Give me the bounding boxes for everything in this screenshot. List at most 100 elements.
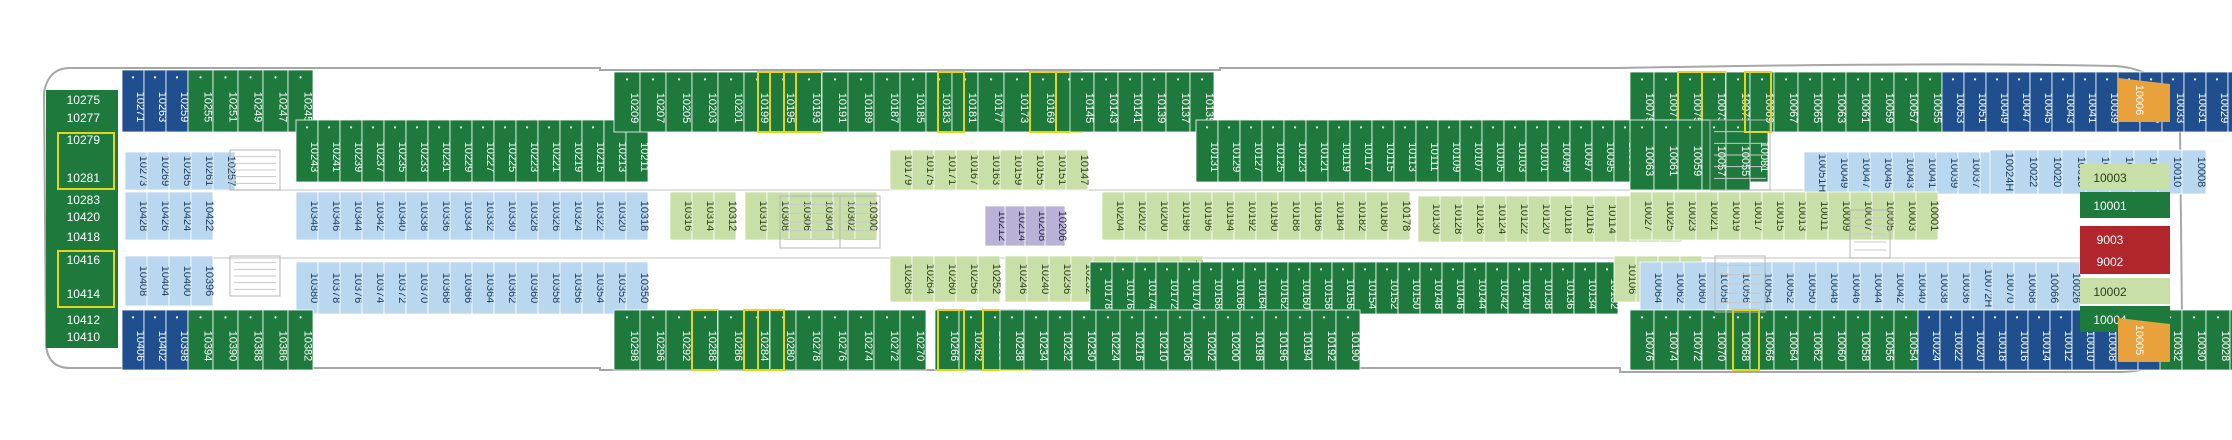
cabin-10362[interactable]: 10362 [493,261,518,315]
cabin-10206[interactable]: 10206 [1044,205,1068,247]
cabin-10257[interactable]: 10257 [212,151,237,191]
cabin-10239[interactable]: 10239• [339,119,364,183]
cabin-10027[interactable]: 10027• [2227,71,2232,133]
cabin-10184[interactable]: 10184 [1321,191,1346,241]
cabin-10269[interactable]: 10269 [146,151,171,191]
cabin-10298[interactable]: 10298• [613,309,641,371]
cabin-10424[interactable]: 10424 [168,191,193,241]
cabin-10205[interactable]: 10205• [665,71,693,133]
cabin-10188[interactable]: 10188 [1277,191,1302,241]
cabin-10064[interactable]: 10064• [1773,309,1799,371]
cabin-10380[interactable]: 10380 [295,261,320,315]
cabin-10408[interactable]: 10408 [124,255,149,307]
cabin-10191[interactable]: 10191• [821,71,849,133]
cabin-10229[interactable]: 10229• [449,119,474,183]
cabin-10227[interactable]: 10227• [471,119,496,183]
cabin-10326[interactable]: 10326 [537,191,562,241]
cabin-10262[interactable]: 10262• [958,309,984,371]
cabin-10320[interactable]: 10320 [603,191,628,241]
cabin-10070[interactable]: 10070• [1701,309,1727,371]
cabin-10279[interactable]: 10279 [67,133,101,147]
cabin-10072[interactable]: 10072• [1677,309,1703,371]
cabin-10117[interactable]: 10117• [1349,119,1374,183]
cabin-10171[interactable]: 10171 [933,149,958,191]
cabin-10296[interactable]: 10296• [639,309,667,371]
cabin-10178[interactable]: 10178• [1089,261,1114,315]
cabin-10042[interactable]: 10042 [1881,261,1906,315]
cabin-10024[interactable]: 10024• [1917,309,1942,371]
cabin-10116[interactable]: 10116 [1571,195,1596,243]
cabin-10286[interactable]: 10286• [717,309,745,371]
cabin-10166[interactable]: 10166• [1221,261,1246,315]
cabin-10043[interactable]: 10043• [2051,71,2076,133]
cabin-10302[interactable]: 10302 [832,191,857,241]
cabin-10209[interactable]: 10209• [613,71,641,133]
cabin-10200[interactable]: 10200• [1215,309,1241,371]
cabin-10368[interactable]: 10368 [427,261,452,315]
cabin-10235[interactable]: 10235• [383,119,408,183]
cabin-10232[interactable]: 10232• [1047,309,1073,371]
cabin-10016[interactable]: 10016• [2005,309,2030,371]
cabin-10038[interactable]: 10038 [1925,261,1950,315]
cabin-10272[interactable]: 10272• [873,309,901,371]
cabin-10154[interactable]: 10154• [1353,261,1378,315]
cabin-10060[interactable]: 10060 [1683,261,1708,315]
cabin-10202[interactable]: 10202 [1123,191,1148,241]
bow-suite[interactable]: 10006 [2118,78,2170,122]
cabin-10052[interactable]: 10052 [1771,261,1796,315]
cabin-10252[interactable]: 10252 [977,255,1002,303]
cabin-10162[interactable]: 10162• [1265,261,1290,315]
cabin-10039[interactable]: 10039• [2095,71,2120,133]
cabin-10324[interactable]: 10324 [559,191,584,241]
cabin-10194[interactable]: 10194• [1287,309,1313,371]
cabin-10030[interactable]: 10030• [2181,309,2207,371]
cabin-10064[interactable]: 10064 [1639,261,1664,315]
cabin-10017[interactable]: 10017 [1739,191,1764,241]
cabin-10128[interactable]: 10128 [1439,195,1464,243]
cabin-10109[interactable]: 10109• [1437,119,1462,183]
cabin-10027[interactable]: 10027 [1629,191,1654,241]
cabin-10103[interactable]: 10103• [1503,119,1528,183]
cabin-10224[interactable]: 10224• [1095,309,1121,371]
cabin-10338[interactable]: 10338 [405,191,430,241]
cabin-10144[interactable]: 10144• [1463,261,1488,315]
cabin-10396[interactable]: 10396 [190,255,215,307]
cabin-10237[interactable]: 10237• [361,119,386,183]
cabin-10360[interactable]: 10360 [515,261,540,315]
cabin-10058[interactable]: 10058 [1705,261,1730,315]
cabin-10134[interactable]: 10134• [1573,261,1598,315]
cabin-10179[interactable]: 10179 [889,149,914,191]
cabin-10131[interactable]: 10131• [1195,119,1220,183]
cabin-10288[interactable]: 10288• [691,309,719,371]
cabin-10143[interactable]: 10143• [1093,71,1119,133]
cabin-10172[interactable]: 10172• [1155,261,1180,315]
cabin-10322[interactable]: 10322 [581,191,606,241]
cabin-10060[interactable]: 10060• [1821,309,1847,371]
cabin-10003[interactable]: 10003 [1893,191,1918,241]
cabin-10139[interactable]: 10139• [1141,71,1167,133]
cabin-10276[interactable]: 10276• [821,309,849,371]
cabin-10187[interactable]: 10187• [873,71,901,133]
cabin-10346[interactable]: 10346 [317,191,342,241]
cabin-10056[interactable]: 10056 [1727,261,1752,315]
cabin-10358[interactable]: 10358 [537,261,562,315]
cabin-10251[interactable]: 10251• [212,69,239,133]
cabin-10278[interactable]: 10278• [795,309,823,371]
cabin-10328[interactable]: 10328 [515,191,540,241]
cabin-10374[interactable]: 10374 [361,261,386,315]
cabin-10230[interactable]: 10230• [1071,309,1097,371]
cabin-10113[interactable]: 10113• [1393,119,1418,183]
cabin-10068[interactable]: 10068• [1725,309,1751,371]
cabin-10151[interactable]: 10151 [1043,149,1068,191]
cabin-10406[interactable]: 10406• [121,309,146,371]
cabin-10180[interactable]: 10180 [1365,191,1390,241]
cabin-10213[interactable]: 10213• [603,119,628,183]
cabin-10118[interactable]: 10118 [1549,195,1574,243]
cabin-10020[interactable]: 10020• [1961,309,1986,371]
cabin-10243[interactable]: 10243• [295,119,320,183]
cabin-10414[interactable]: 10414 [67,287,101,301]
cabin-10376[interactable]: 10376 [339,261,364,315]
cabin-10167[interactable]: 10167 [955,149,980,191]
cabin-10260[interactable]: 10260 [933,255,958,303]
cabin-10236[interactable]: 10236 [1048,255,1073,303]
